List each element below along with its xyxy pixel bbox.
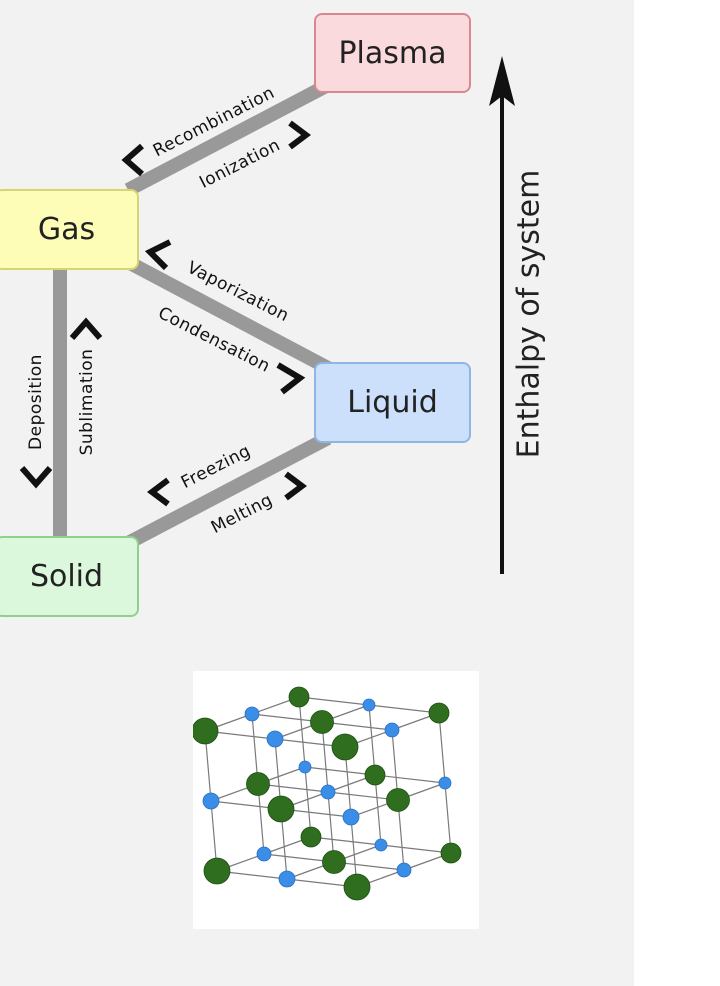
- atom-large: [343, 873, 371, 901]
- arrow-melting-icon: [284, 471, 307, 501]
- atom-small: [202, 792, 220, 810]
- connectors: [53, 78, 332, 550]
- state-plasma: Plasma: [314, 13, 471, 93]
- atom-large: [331, 733, 359, 761]
- lattice-bond: [304, 766, 312, 838]
- lattice-bond: [368, 704, 440, 714]
- connector-gas-liquid: [124, 255, 332, 375]
- lattice-bond: [298, 696, 306, 768]
- atom-large: [386, 788, 410, 812]
- lattice-bond: [438, 712, 446, 784]
- atom-large: [267, 795, 295, 823]
- connector-liquid-solid: [124, 431, 332, 550]
- atom-small: [256, 846, 272, 862]
- atom-large: [322, 850, 346, 874]
- direction-arrows: [19, 120, 311, 507]
- atom-large: [191, 717, 219, 745]
- atom-large: [203, 857, 231, 885]
- arrow-ionization-icon: [288, 120, 311, 150]
- atom-small: [396, 862, 412, 878]
- atom-large: [288, 686, 310, 708]
- atom-small: [320, 784, 336, 800]
- state-liquid: Liquid: [314, 362, 471, 443]
- atom-small: [384, 722, 400, 738]
- atom-small: [342, 808, 360, 826]
- arrow-condensation-icon: [276, 362, 306, 395]
- lattice-bond: [298, 696, 370, 706]
- lattice-bond: [304, 766, 376, 776]
- phase-diagram: Recombination Ionization Vaporization Co…: [19, 56, 547, 574]
- atom-large: [428, 702, 450, 724]
- atom-small: [266, 730, 284, 748]
- atom-large: [300, 826, 322, 848]
- atom-small: [374, 838, 388, 852]
- arrow-freezing-icon: [147, 477, 170, 507]
- arrow-sublimation-icon: [69, 317, 103, 340]
- atom-small: [298, 760, 312, 774]
- crystal-lattice-image: [191, 671, 479, 929]
- atom-small: [438, 776, 452, 790]
- enthalpy-label: Enthalpy of system: [512, 170, 547, 459]
- crystal-lattice-icon: [191, 686, 462, 901]
- atom-small: [362, 698, 376, 712]
- lattice-bond: [310, 836, 382, 846]
- arrow-vaporization-icon: [144, 239, 172, 271]
- atom-large: [246, 772, 270, 796]
- arrow-recombination-icon: [121, 143, 144, 177]
- state-solid: Solid: [0, 536, 139, 617]
- lattice-bond: [380, 844, 452, 854]
- atom-large: [440, 842, 462, 864]
- atom-small: [244, 706, 260, 722]
- label-sublimation: Sublimation: [77, 349, 97, 456]
- lattice-bond: [444, 782, 452, 854]
- arrow-deposition-icon: [19, 466, 53, 489]
- atom-large: [310, 710, 334, 734]
- lattice-bond: [368, 704, 376, 776]
- atom-small: [278, 870, 296, 888]
- label-deposition: Deposition: [26, 354, 46, 450]
- state-gas: Gas: [0, 189, 139, 270]
- connector-gas-plasma: [124, 78, 332, 197]
- lattice-bond: [374, 774, 382, 846]
- lattice-bond: [374, 774, 446, 784]
- enthalpy-arrow-up-icon: [489, 56, 515, 106]
- enthalpy-axis: Enthalpy of system: [489, 56, 547, 574]
- atom-large: [364, 764, 386, 786]
